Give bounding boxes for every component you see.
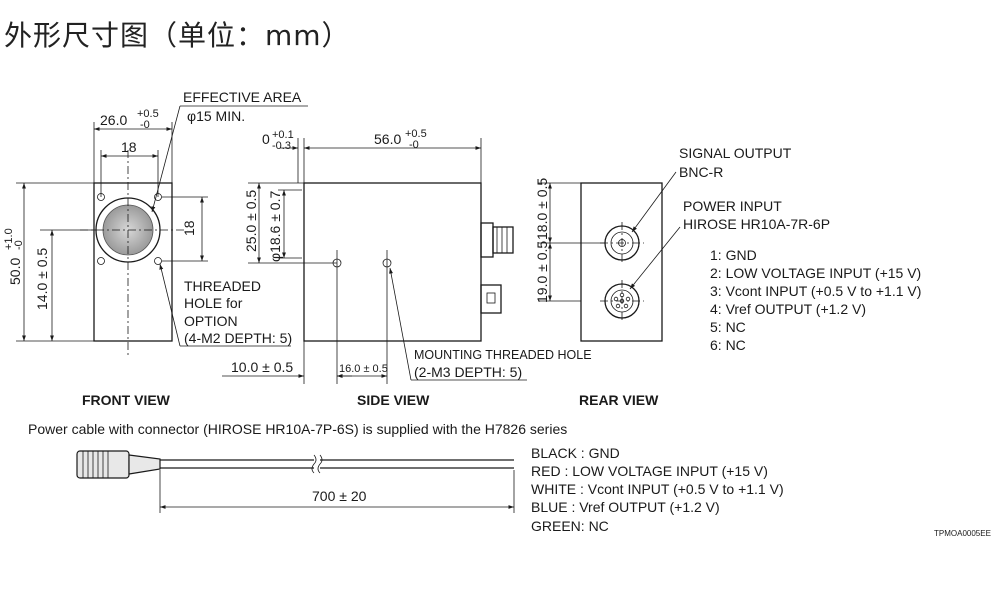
- side-bnc-connector: [480, 222, 494, 258]
- pin-assignment: 2: LOW VOLTAGE INPUT (+15 V): [710, 265, 921, 281]
- pin-assignment: 5: NC: [710, 319, 746, 335]
- rear-body-outline: [580, 182, 663, 342]
- front-view-label: FRONT VIEW: [82, 392, 171, 408]
- front-width-dimension: 26.0: [100, 112, 127, 128]
- cable-color-code: BLACK : GND: [531, 445, 620, 461]
- threaded-hole: [154, 257, 162, 265]
- pin-assignment: 6: NC: [710, 337, 746, 353]
- threaded-hole-line: THREADED: [184, 278, 261, 294]
- effective-area-size: φ15 MIN.: [187, 108, 245, 124]
- drawing-code: TPMOA0005EE: [934, 529, 991, 538]
- mounting-hole-depth: (2-M3 DEPTH: 5): [414, 364, 522, 380]
- bnc-center-pin: [618, 239, 626, 247]
- pin-assignment: 1: GND: [710, 247, 757, 263]
- side-hole-spacing-dimension: 16.0 ± 0.5: [339, 363, 388, 375]
- signal-output-type: BNC-R: [679, 164, 723, 180]
- cable-strain-relief: [128, 454, 161, 475]
- rear-lower-dimension: 19.0 ± 0.5: [534, 241, 550, 303]
- power-connector-outer: [604, 283, 640, 319]
- side-diameter-dimension: φ18.6 ± 0.7: [267, 191, 283, 262]
- front-offset-dimension: 14.0 ± 0.5: [34, 248, 50, 310]
- side-length-tol-plus: +0.5: [405, 128, 427, 140]
- cable-color-code: GREEN: NC: [531, 518, 609, 534]
- side-power-connector: [480, 284, 502, 314]
- side-view-label: SIDE VIEW: [357, 392, 430, 408]
- power-connector-inner: [610, 289, 634, 313]
- rear-view: 18.0 ± 0.5 19.0 ± 0.5 SIGNAL OUTPUT BNC-…: [534, 145, 921, 408]
- power-input-label: POWER INPUT: [683, 198, 782, 214]
- side-height-dimension: 25.0 ± 0.5: [243, 190, 259, 252]
- side-offset-tol-plus: +0.1: [272, 129, 294, 141]
- mounting-hole-label: MOUNTING THREADED HOLE: [414, 348, 592, 362]
- side-bnc-barrel: [492, 226, 514, 254]
- threaded-hole-line: (4-M2 DEPTH: 5): [184, 330, 292, 346]
- pin-assignment: 3: Vcont INPUT (+0.5 V to +1.1 V): [710, 283, 921, 299]
- rear-view-label: REAR VIEW: [579, 392, 659, 408]
- cable-caption: Power cable with connector (HIROSE HR10A…: [28, 421, 567, 437]
- side-length-tol-minus: -0: [409, 139, 419, 151]
- front-height-tol-minus: -0: [13, 240, 25, 250]
- front-height-dimension: 50.0: [7, 258, 23, 285]
- signal-output-label: SIGNAL OUTPUT: [679, 145, 792, 161]
- cable-color-code: BLUE : Vref OUTPUT (+1.2 V): [531, 499, 720, 515]
- power-cable: Power cable with connector (HIROSE HR10A…: [28, 421, 784, 534]
- front-inner-height-dimension: 18: [181, 220, 197, 236]
- cable-length-dimension: 700 ± 20: [312, 488, 367, 504]
- effective-area-label: EFFECTIVE AREA: [183, 89, 302, 105]
- front-height-tol-plus: +1.0: [3, 228, 15, 250]
- front-inner-width-dimension: 18: [121, 139, 137, 155]
- threaded-hole: [97, 257, 105, 265]
- side-offset-dimension: 0: [262, 131, 270, 147]
- bnc-connector-inner: [610, 231, 634, 255]
- rear-upper-dimension: 18.0 ± 0.5: [534, 178, 550, 240]
- front-body-outline: [93, 182, 173, 342]
- side-front-offset-dimension: 10.0 ± 0.5: [231, 359, 293, 375]
- threaded-hole-line: HOLE for: [184, 295, 243, 311]
- front-view: 26.0 +0.5 -0 18 18 50.0 +1.0 -0 14.0 ± 0…: [3, 89, 308, 408]
- cable-color-code: RED : LOW VOLTAGE INPUT (+15 V): [531, 463, 768, 479]
- pin-assignment: 4: Vref OUTPUT (+1.2 V): [710, 301, 866, 317]
- side-length-dimension: 56.0: [374, 131, 401, 147]
- threaded-hole-line: OPTION: [184, 313, 238, 329]
- cable-color-code: WHITE : Vcont INPUT (+0.5 V to +1.1 V): [531, 481, 784, 497]
- side-body-outline: [303, 182, 482, 342]
- side-offset-tol-minus: -0.3: [272, 140, 291, 152]
- page-title: 外形尺寸图（单位：mm）: [4, 19, 351, 52]
- power-input-type: HIROSE HR10A-7R-6P: [683, 216, 830, 232]
- front-width-tol-plus: +0.5: [137, 108, 159, 120]
- side-view: 0 +0.1 -0.3 56.0 +0.5 -0 25.0 ± 0.5 φ18.…: [222, 128, 592, 408]
- front-width-tol-minus: -0: [140, 119, 150, 131]
